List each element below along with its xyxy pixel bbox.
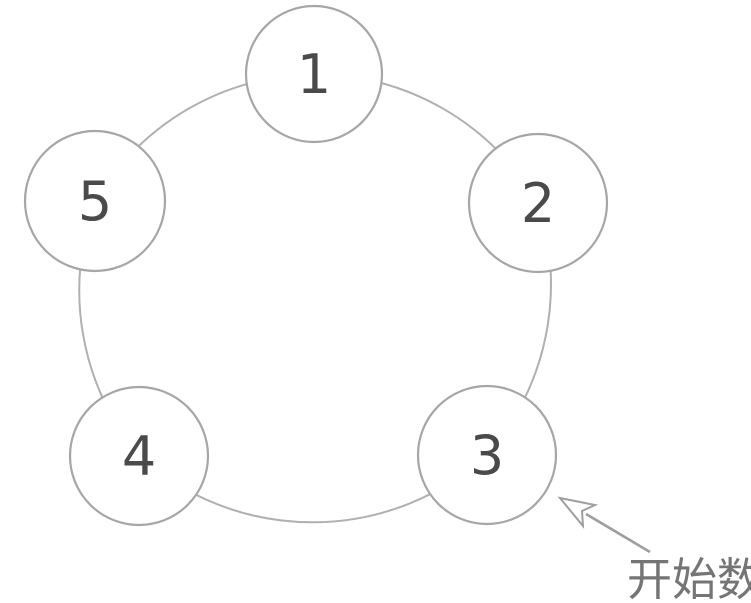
node-circle-3 <box>416 384 558 526</box>
node-circle-1 <box>244 4 384 144</box>
node-label-2: 2 <box>521 172 555 235</box>
node-label-4: 4 <box>122 425 156 488</box>
node-label-5: 5 <box>78 170 112 233</box>
arrow-shaft <box>585 512 651 554</box>
node-label-3: 3 <box>470 424 504 487</box>
node-label-1: 1 <box>297 43 331 106</box>
node-circle-2 <box>467 132 609 274</box>
node-2: 2 <box>467 132 609 274</box>
node-5: 5 <box>23 129 167 273</box>
node-circle-4 <box>68 385 210 527</box>
start-annotation-label: 开始数 <box>627 553 751 603</box>
node-1: 1 <box>244 4 384 144</box>
node-3: 3 <box>416 384 558 526</box>
node-circle-5 <box>23 129 167 273</box>
node-4: 4 <box>68 385 210 527</box>
arrow-head-icon <box>557 496 599 530</box>
start-pointer <box>557 496 651 554</box>
